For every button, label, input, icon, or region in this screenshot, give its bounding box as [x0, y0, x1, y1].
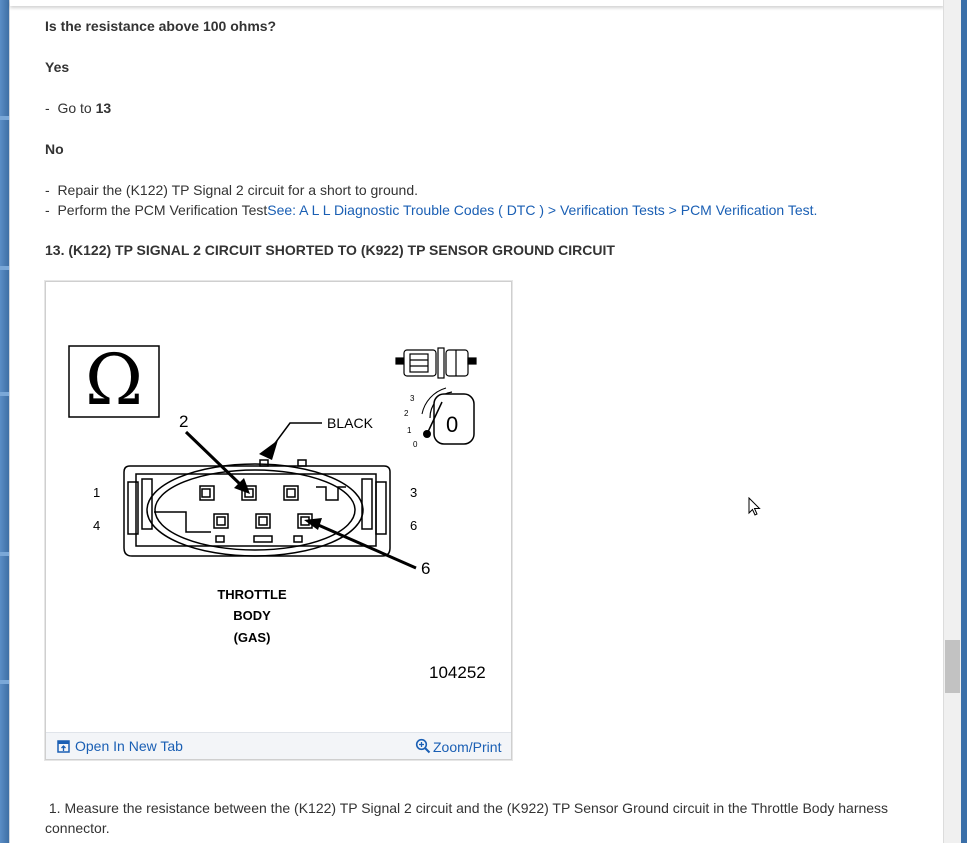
no-action-repair: - Repair the (K122) TP Signal 2 circuit …: [45, 182, 419, 198]
throttle-body-connector-svg: Ω 3 2 1: [68, 339, 486, 682]
step13-heading: 13. (K122) TP SIGNAL 2 CIRCUIT SHORTED T…: [45, 242, 615, 258]
callout-6: 6: [421, 559, 430, 578]
scrollbar-thumb[interactable]: [945, 640, 960, 693]
svg-text:0: 0: [413, 440, 418, 449]
window-right-edge: [961, 0, 967, 843]
step-question: Is the resistance above 100 ohms?: [45, 18, 277, 34]
connector-body: [123, 459, 391, 557]
ohm-symbol-box: [68, 345, 160, 418]
zoom-icon: [415, 738, 431, 753]
zoom-print-button[interactable]: Zoom/Print: [415, 736, 501, 755]
yes-action: - Go to 13: [45, 100, 112, 116]
goto-step-link: 13: [95, 100, 112, 116]
svg-text:3: 3: [410, 394, 415, 403]
left-window-edge: [0, 0, 9, 843]
wire-color-label: BLACK: [327, 415, 374, 431]
zoom-print-label: Zoom/Print: [433, 739, 502, 755]
connector-diagram: Ω 3 2 1: [46, 282, 511, 732]
caption-body: BODY: [233, 608, 271, 623]
step13-instruction: 1. Measure the resistance between the (K…: [45, 800, 889, 816]
svg-text:1: 1: [407, 426, 412, 435]
no-action-verify: - Perform the PCM Verification TestSee: …: [45, 202, 818, 218]
caption-gas: (GAS): [234, 630, 271, 645]
verification-test-link[interactable]: See: A L L Diagnostic Trouble Codes ( DT…: [267, 202, 814, 218]
step13-instruction-cont: connector.: [45, 820, 110, 836]
meter-reading: 0: [446, 412, 458, 437]
mouse-pointer-icon: [748, 497, 761, 516]
svg-text:2: 2: [404, 409, 409, 418]
pin-3-label: 3: [410, 485, 417, 500]
no-label: No: [45, 141, 64, 157]
meter-icon: 3 2 1 0 0: [404, 387, 475, 449]
figure-id: 104252: [429, 663, 486, 682]
callout-2: 2: [179, 412, 188, 431]
yes-label: Yes: [45, 59, 70, 75]
open-new-tab-button[interactable]: Open In New Tab: [57, 738, 183, 754]
wiring-diagram-figure: Ω 3 2 1: [45, 281, 512, 760]
ohm-icon: Ω: [85, 339, 143, 421]
figure-toolbar: Open In New Tab Zoom/Print: [46, 732, 511, 759]
connector-pair-icon: [395, 347, 477, 379]
pin-4-label: 4: [93, 518, 100, 533]
panel-top-bar: [10, 0, 944, 6]
open-new-tab-label: Open In New Tab: [75, 738, 183, 754]
pin-1-label: 1: [93, 485, 100, 500]
open-new-tab-icon: [57, 739, 70, 753]
pin-6-label: 6: [410, 518, 417, 533]
caption-throttle: THROTTLE: [217, 587, 287, 602]
vertical-scrollbar[interactable]: [943, 0, 967, 843]
